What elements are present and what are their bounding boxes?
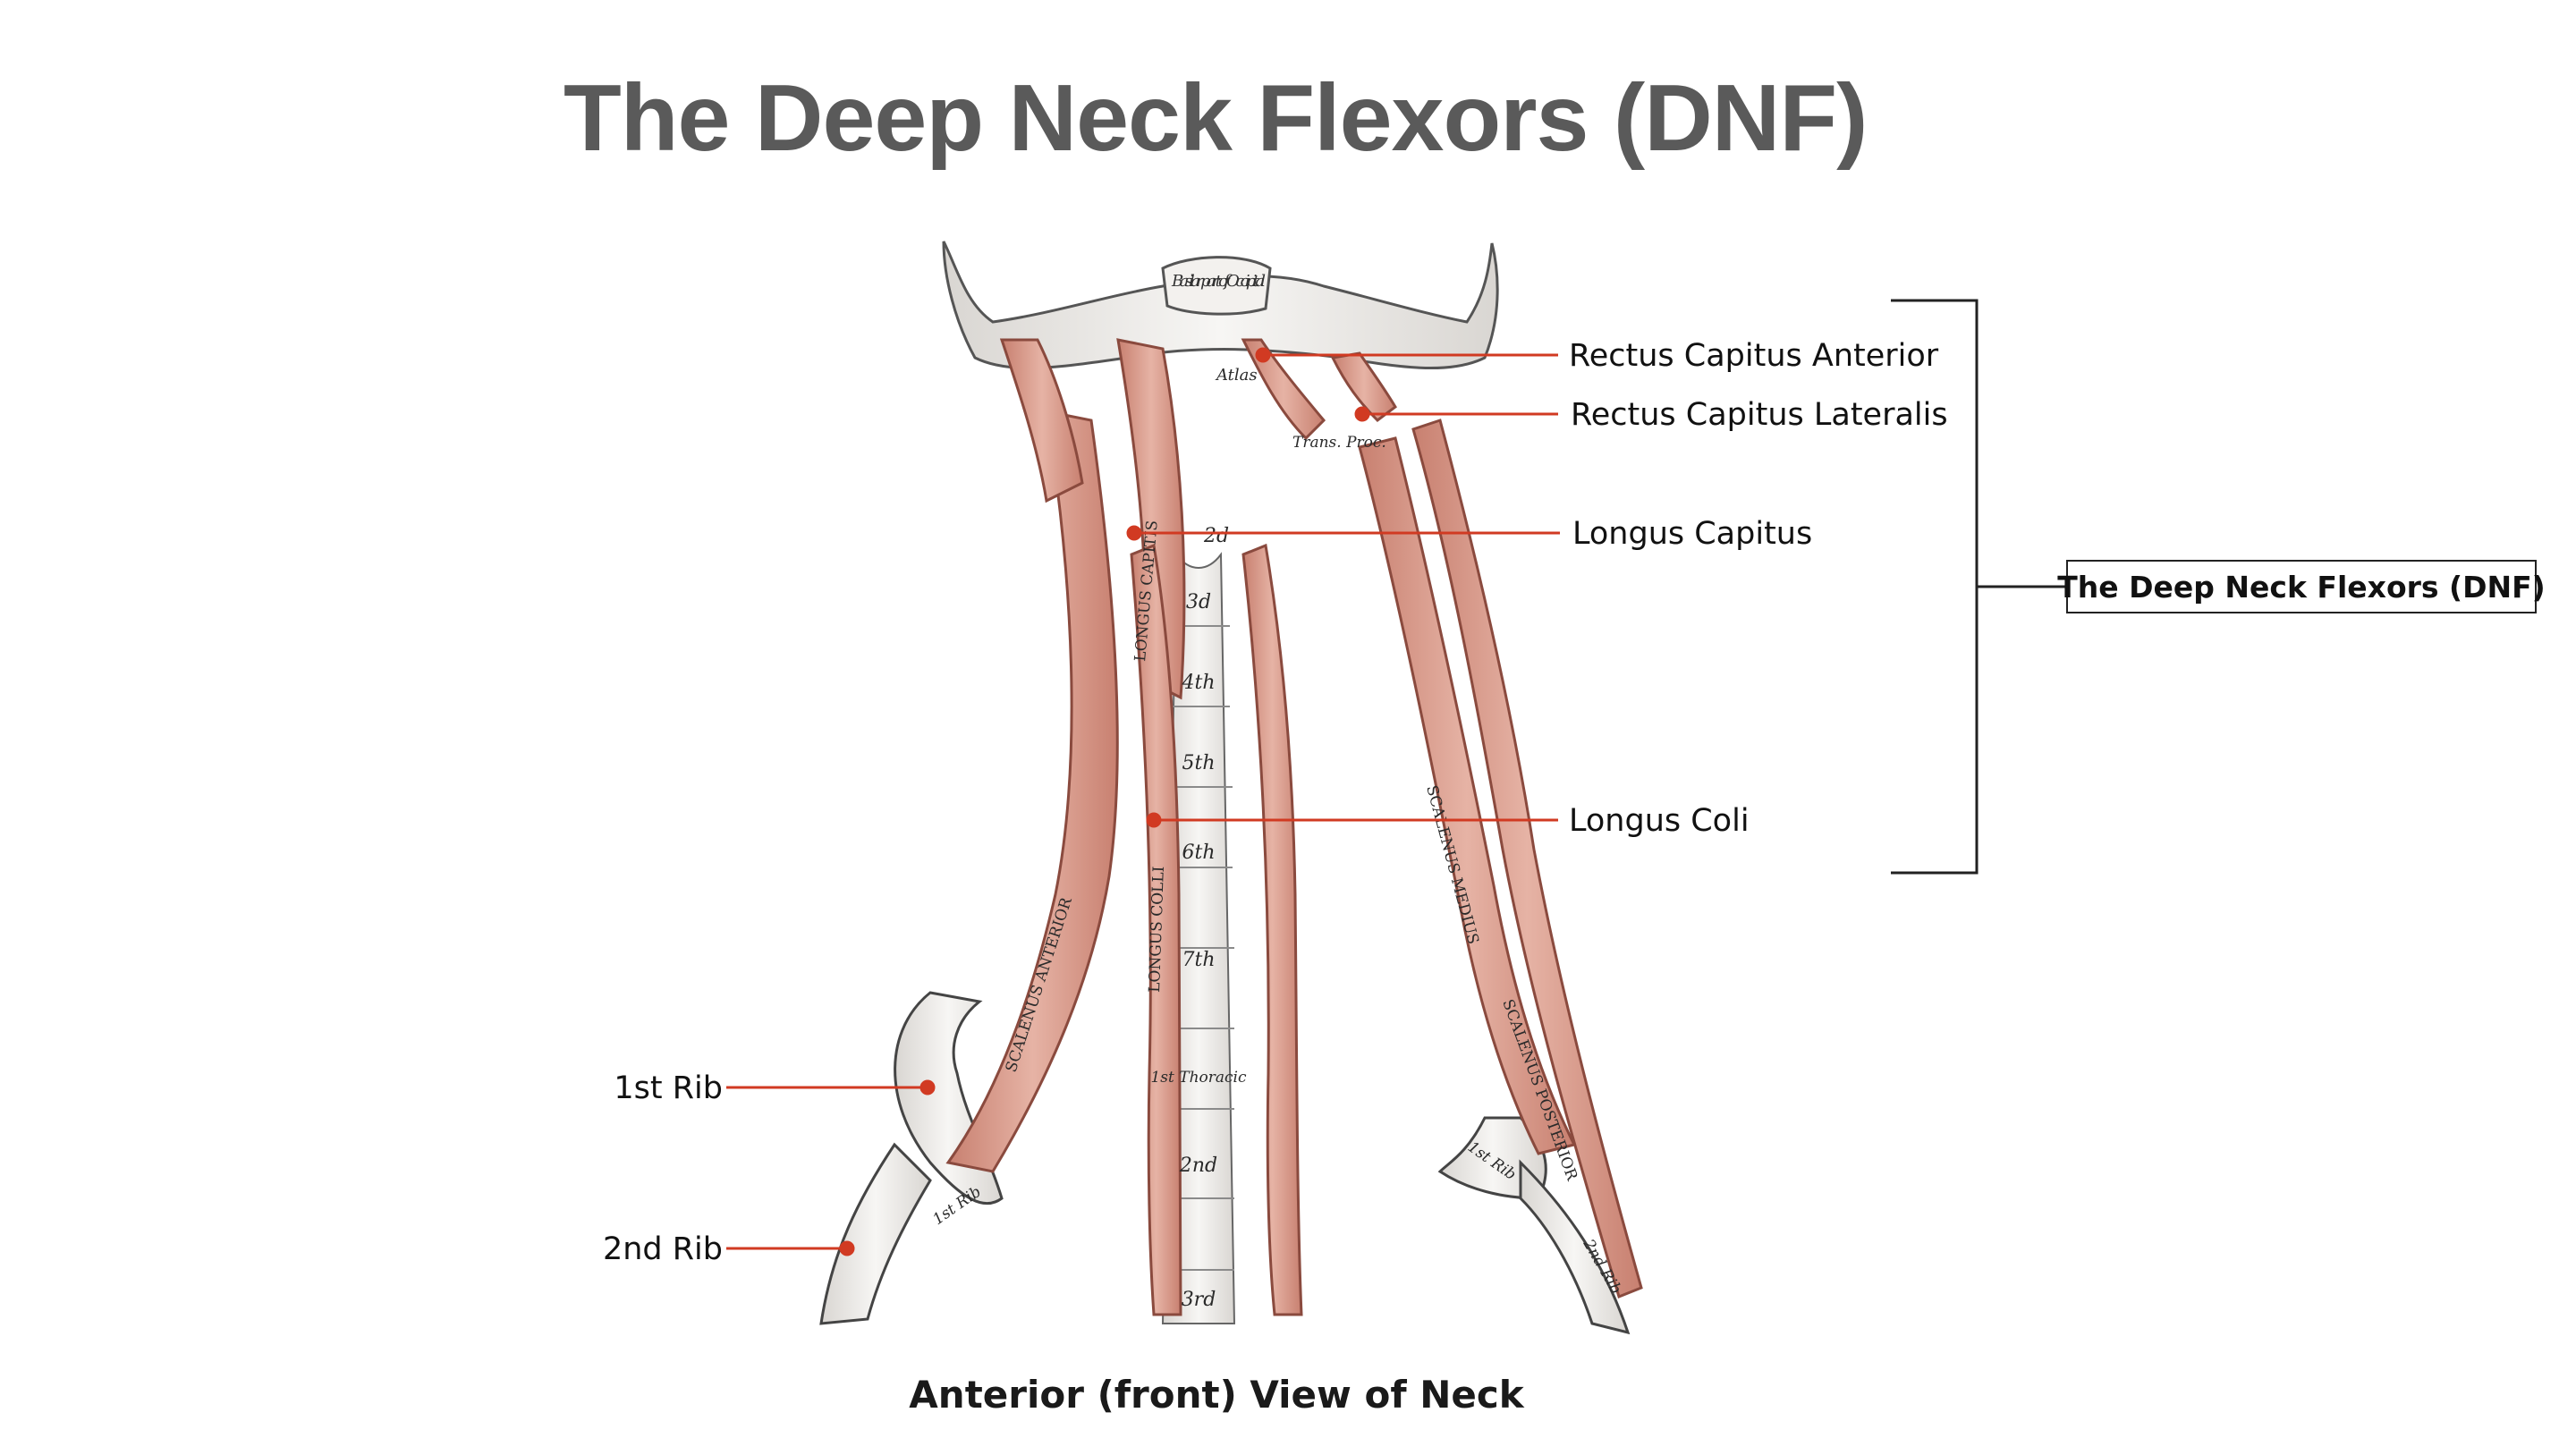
vertebra-label: 3rd [1182, 1289, 1216, 1311]
vertebra-label: 6th [1182, 842, 1215, 864]
longus-colli-text: LONGUS COLLI [1146, 866, 1168, 993]
dnf-group-label-text: The Deep Neck Flexors (DNF) [2057, 569, 2546, 605]
leader-dot [919, 1079, 936, 1095]
vertebra-label: 4th [1181, 672, 1215, 694]
scalenus-posterior-muscle [1411, 419, 1643, 1299]
leader-dot [839, 1240, 855, 1256]
occipital-bone: Basilar part of Occipital [942, 241, 1499, 370]
scalenus-anterior-muscle [945, 410, 1119, 1173]
label-longus-coli: Longus Coli [1569, 803, 1750, 839]
page-title: The Deep Neck Flexors (DNF) [564, 65, 1868, 171]
vertebra-label: 7th [1182, 949, 1215, 971]
dnf-group-label: The Deep Neck Flexors (DNF) [2057, 560, 2546, 613]
vertebra-label: 5th [1182, 752, 1215, 774]
leader-dot [1146, 812, 1162, 828]
leader-dot [1255, 347, 1271, 363]
label-rectus-capitus-anterior: Rectus Capitus Anterior [1569, 338, 1939, 374]
right-first-rib [1437, 1116, 1631, 1335]
transverse-text: Trans. Proc. [1292, 434, 1386, 452]
longus-capitis-muscle [1116, 338, 1186, 700]
vertebra-label: 2nd [1179, 1155, 1217, 1177]
atlas-text: Atlas [1215, 366, 1258, 385]
vertebra-label: 3d [1186, 591, 1211, 613]
label-rectus-capitus-lateralis: Rectus Capitus Lateralis [1571, 397, 1948, 433]
figure-caption: Anterior (front) View of Neck [909, 1373, 1524, 1417]
dnf-bracket [1891, 299, 2068, 875]
leader-dot [1354, 406, 1370, 422]
leader-dot [1126, 525, 1142, 541]
leader-lines [726, 347, 1560, 1256]
muscles [945, 338, 1643, 1316]
label-1st-rib: 1st Rib [614, 1070, 723, 1106]
rectus-capitus-anterior-muscle [1241, 338, 1326, 441]
label-longus-capitus: Longus Capitus [1572, 516, 1813, 552]
basilar-text: Basilar part of Occipital [1171, 272, 1266, 291]
label-2nd-rib: 2nd Rib [602, 1231, 723, 1267]
vertebra-label: 2d [1203, 525, 1229, 547]
longus-colli-muscle [1130, 543, 1182, 1316]
vertebra-label: 1st Thoracic [1150, 1069, 1247, 1087]
